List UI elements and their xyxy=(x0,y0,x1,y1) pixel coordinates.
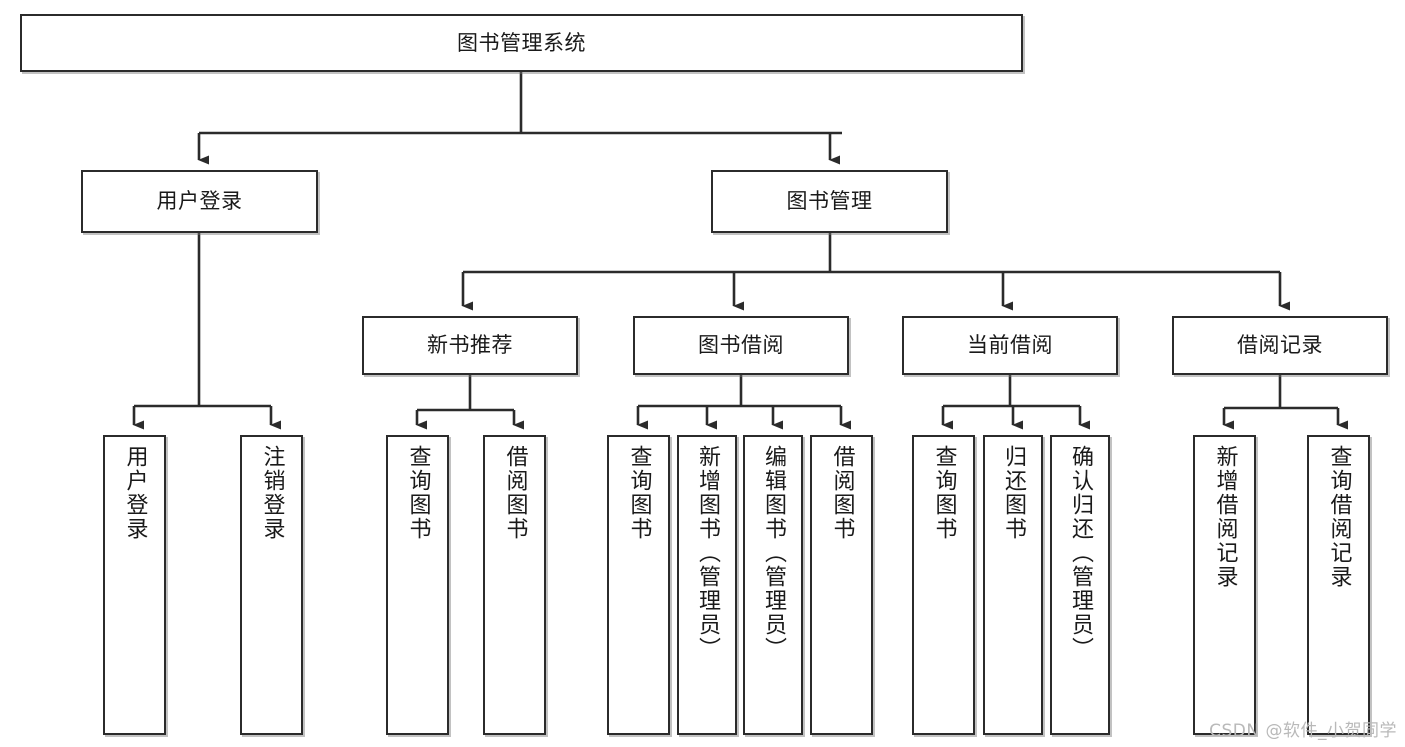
node-leaf-add-record[interactable]: 新增借阅记录 xyxy=(1193,435,1256,735)
node-current-borrow-label: 当前借阅 xyxy=(967,333,1053,358)
node-leaf-query-book-2[interactable]: 查询图书 xyxy=(607,435,670,735)
node-leaf-user-logout[interactable]: 注销登录 xyxy=(240,435,303,735)
node-leaf-query-book-1-label: 查询图书 xyxy=(405,445,431,541)
edges-book-borrow-to-leaves xyxy=(636,375,851,430)
edges-borrow-record-to-leaves xyxy=(1222,375,1348,430)
node-leaf-borrow-book-2-label: 借阅图书 xyxy=(829,445,855,541)
node-leaf-user-login-label: 用户登录 xyxy=(122,445,148,541)
node-user-login[interactable]: 用户登录 xyxy=(81,170,318,233)
node-leaf-user-login[interactable]: 用户登录 xyxy=(103,435,166,735)
node-book-borrow[interactable]: 图书借阅 xyxy=(633,316,849,375)
edges-book-manage-to-level3 xyxy=(461,233,1290,311)
node-new-book-rec-label: 新书推荐 xyxy=(427,333,513,358)
node-leaf-add-book[interactable]: 新增图书（管理员） xyxy=(677,435,737,735)
edges-new-book-rec-to-leaves xyxy=(415,375,524,430)
node-leaf-confirm-return[interactable]: 确认归还（管理员） xyxy=(1050,435,1110,735)
node-borrow-record[interactable]: 借阅记录 xyxy=(1172,316,1388,375)
node-leaf-return-book-label: 归还图书 xyxy=(1000,445,1026,541)
node-leaf-edit-book-label: 编辑图书（管理员） xyxy=(760,445,786,661)
node-user-login-label: 用户登录 xyxy=(156,189,243,214)
node-leaf-borrow-book-1[interactable]: 借阅图书 xyxy=(483,435,546,735)
node-root[interactable]: 图书管理系统 xyxy=(20,14,1023,72)
node-leaf-borrow-book-1-label: 借阅图书 xyxy=(502,445,528,541)
node-book-manage-label: 图书管理 xyxy=(786,189,873,214)
node-leaf-user-logout-label: 注销登录 xyxy=(259,445,285,541)
node-leaf-query-record[interactable]: 查询借阅记录 xyxy=(1307,435,1370,735)
node-leaf-confirm-return-label: 确认归还（管理员） xyxy=(1067,445,1093,661)
edges-current-borrow-to-leaves xyxy=(941,375,1090,430)
node-leaf-query-record-label: 查询借阅记录 xyxy=(1326,445,1352,589)
node-leaf-borrow-book-2[interactable]: 借阅图书 xyxy=(810,435,873,735)
node-leaf-add-record-label: 新增借阅记录 xyxy=(1212,445,1238,589)
edges-root-to-level2 xyxy=(197,72,842,165)
edges-user-login-to-leaves xyxy=(132,233,281,430)
node-leaf-query-book-2-label: 查询图书 xyxy=(626,445,652,541)
node-leaf-edit-book[interactable]: 编辑图书（管理员） xyxy=(743,435,803,735)
node-root-label: 图书管理系统 xyxy=(457,30,586,55)
node-leaf-return-book[interactable]: 归还图书 xyxy=(983,435,1043,735)
node-leaf-query-book-1[interactable]: 查询图书 xyxy=(386,435,449,735)
node-current-borrow[interactable]: 当前借阅 xyxy=(902,316,1118,375)
node-book-borrow-label: 图书借阅 xyxy=(698,333,784,358)
node-leaf-add-book-label: 新增图书（管理员） xyxy=(694,445,720,661)
node-borrow-record-label: 借阅记录 xyxy=(1237,333,1323,358)
node-new-book-rec[interactable]: 新书推荐 xyxy=(362,316,578,375)
node-book-manage[interactable]: 图书管理 xyxy=(711,170,948,233)
node-leaf-query-book-3-label: 查询图书 xyxy=(931,445,957,541)
node-leaf-query-book-3[interactable]: 查询图书 xyxy=(912,435,975,735)
